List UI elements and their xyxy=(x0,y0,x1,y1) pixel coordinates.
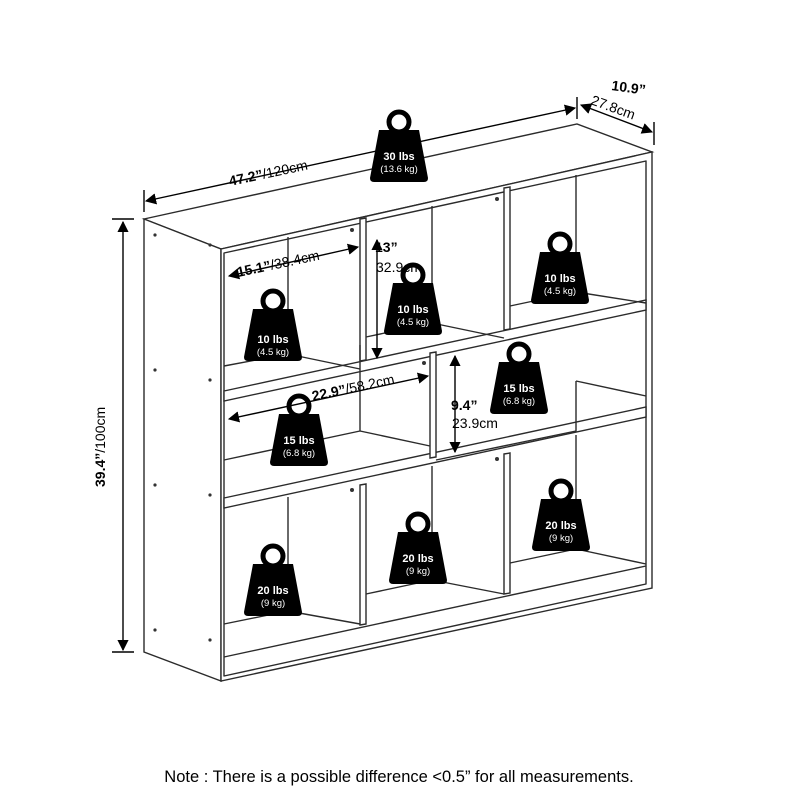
svg-text:(4.5 kg): (4.5 kg) xyxy=(544,286,576,297)
dimension-lines xyxy=(112,97,655,653)
weight-row1-mid: 10 lbs (4.5 kg) xyxy=(384,265,442,335)
height-inches: 39.4” xyxy=(92,453,108,487)
svg-text:10 lbs: 10 lbs xyxy=(397,304,428,316)
divider-r3-a xyxy=(359,483,367,626)
divider-r3-b xyxy=(503,452,511,595)
svg-text:10 lbs: 10 lbs xyxy=(257,334,288,346)
divider-r1-b xyxy=(503,186,511,331)
cube-width-inches: 15.1” xyxy=(235,257,272,280)
svg-text:15 lbs: 15 lbs xyxy=(503,383,534,395)
short-cube-metric: 23.9cm xyxy=(452,415,498,431)
cube-height-inches: 13” xyxy=(375,239,398,255)
left-side-panel xyxy=(143,217,222,683)
svg-text:(9 kg): (9 kg) xyxy=(261,598,285,609)
weight-top: 30 lbs (13.6 kg) xyxy=(370,112,428,182)
weight-row2-left: 15 lbs (6.8 kg) xyxy=(270,396,328,466)
dim-short-cube-label: 9.4” 23.9cm xyxy=(451,397,498,431)
weight-row1-left: 10 lbs (4.5 kg) xyxy=(244,291,302,361)
svg-text:39.4”/100cm: 39.4”/100cm xyxy=(92,407,108,487)
weight-row2-right: 15 lbs (6.8 kg) xyxy=(490,344,548,414)
svg-text:(4.5 kg): (4.5 kg) xyxy=(397,317,429,328)
width-inches: 47.2” xyxy=(227,166,264,189)
weight-row3-mid: 20 lbs (9 kg) xyxy=(389,514,447,584)
divider-r1-a xyxy=(359,217,367,362)
depth-inches: 10.9” xyxy=(611,77,647,98)
height-metric: /100cm xyxy=(92,407,108,453)
svg-text:(6.8 kg): (6.8 kg) xyxy=(503,396,535,407)
svg-text:(6.8 kg): (6.8 kg) xyxy=(283,448,315,459)
svg-text:15 lbs: 15 lbs xyxy=(283,435,314,447)
svg-text:(9 kg): (9 kg) xyxy=(549,533,573,544)
weight-row1-right: 10 lbs (4.5 kg) xyxy=(531,234,589,304)
dim-depth-label: 10.9” 27.8cm xyxy=(589,77,647,122)
svg-text:10 lbs: 10 lbs xyxy=(544,273,575,285)
svg-text:20 lbs: 20 lbs xyxy=(402,553,433,565)
svg-text:(13.6 kg): (13.6 kg) xyxy=(380,164,418,175)
wide-cube-inches: 22.9” xyxy=(310,381,347,404)
dim-height-label: 39.4”/100cm xyxy=(92,407,108,487)
svg-text:30 lbs: 30 lbs xyxy=(383,151,414,163)
svg-text:47.2”/120cm: 47.2”/120cm xyxy=(227,157,309,189)
plinth-edge xyxy=(223,565,647,658)
dim-width-label: 47.2”/120cm xyxy=(227,157,309,189)
short-cube-inches: 9.4” xyxy=(451,397,477,413)
weight-row3-right: 20 lbs (9 kg) xyxy=(532,481,590,551)
width-metric: /120cm xyxy=(261,157,309,182)
measurement-note: Note : There is a possible difference <0… xyxy=(164,768,633,786)
divider-r2 xyxy=(429,351,437,459)
svg-text:(4.5 kg): (4.5 kg) xyxy=(257,347,289,358)
bookcase xyxy=(141,123,655,683)
svg-text:(9 kg): (9 kg) xyxy=(406,566,430,577)
weight-row3-left: 20 lbs (9 kg) xyxy=(244,546,302,616)
svg-text:20 lbs: 20 lbs xyxy=(545,520,576,532)
svg-text:20 lbs: 20 lbs xyxy=(257,585,288,597)
